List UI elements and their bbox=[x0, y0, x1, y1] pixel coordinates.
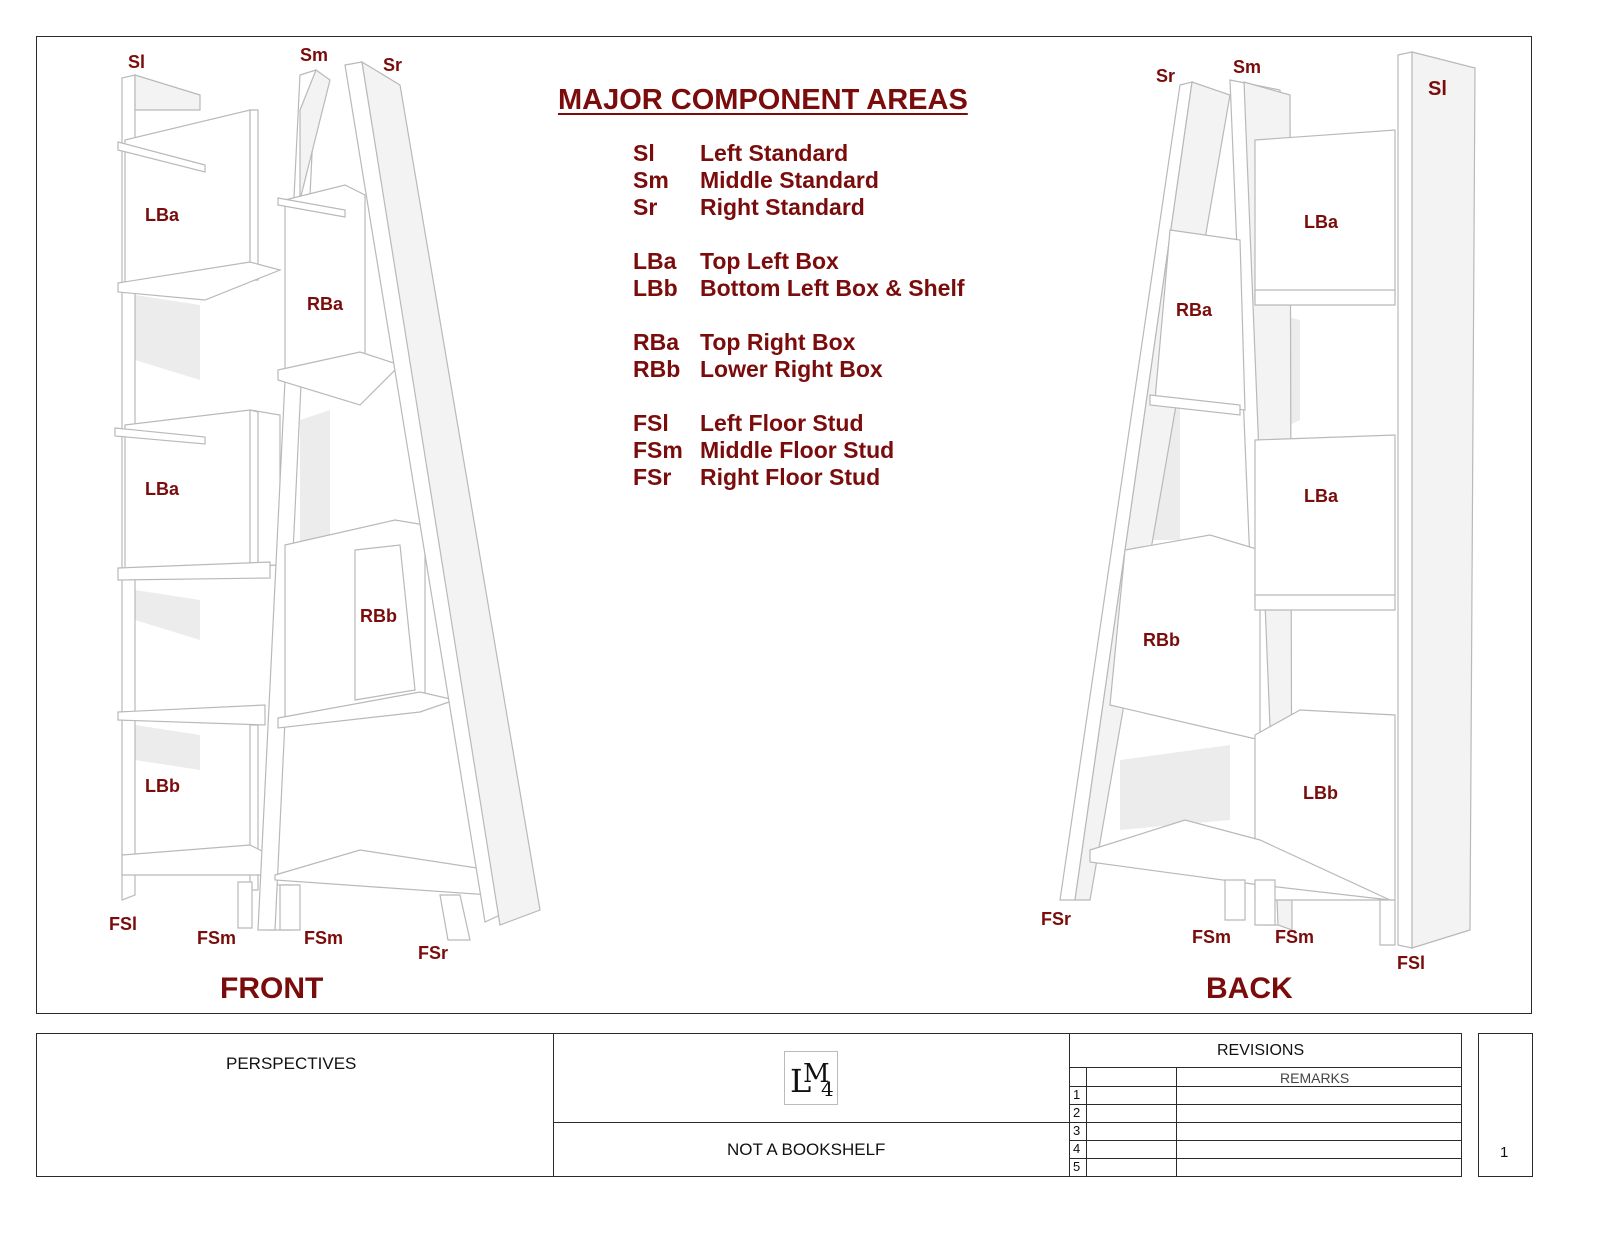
revision-number: 1 bbox=[1073, 1087, 1081, 1102]
front-label-fsm-right: FSm bbox=[304, 928, 344, 948]
revision-number: 5 bbox=[1073, 1159, 1081, 1174]
front-label-lbb: LBb bbox=[145, 776, 180, 796]
legend-code: RBa bbox=[633, 329, 680, 355]
sheet-number: 1 bbox=[1500, 1144, 1509, 1161]
back-label-fsm-left: FSm bbox=[1192, 927, 1232, 947]
front-label-lba-mid: LBa bbox=[145, 479, 180, 499]
title-block-divider bbox=[1069, 1033, 1070, 1177]
revision-number: 4 bbox=[1073, 1141, 1081, 1156]
front-label-rba: RBa bbox=[307, 294, 344, 314]
revisions-label: REVISIONS bbox=[1217, 1042, 1305, 1059]
sheet-number-box bbox=[1478, 1033, 1533, 1177]
lm4-logo: L M 4 bbox=[784, 1051, 838, 1105]
title-block-divider bbox=[553, 1033, 554, 1177]
legend-code: FSr bbox=[633, 464, 672, 490]
legend-code: Sm bbox=[633, 167, 669, 193]
revisions-header bbox=[1070, 1034, 1462, 1068]
back-label-sm: Sm bbox=[1233, 57, 1262, 77]
legend-code: Sl bbox=[633, 140, 655, 166]
front-label-sr: Sr bbox=[383, 55, 403, 75]
legend-name: Middle Standard bbox=[700, 167, 879, 193]
back-label-fsl: FSl bbox=[1397, 953, 1426, 973]
back-label-rba: RBa bbox=[1176, 300, 1213, 320]
back-label-fsm-right: FSm bbox=[1275, 927, 1315, 947]
logo-mark-icon: L M 4 bbox=[790, 1059, 834, 1101]
back-label-sr: Sr bbox=[1156, 66, 1176, 86]
legend-name: Right Floor Stud bbox=[700, 464, 881, 490]
legend-name: Bottom Left Box & Shelf bbox=[700, 275, 965, 301]
back-label-lba-mid: LBa bbox=[1304, 486, 1339, 506]
back-label-lba-top: LBa bbox=[1304, 212, 1339, 232]
legend-code: RBb bbox=[633, 356, 681, 382]
legend-name: Left Standard bbox=[700, 140, 849, 166]
revision-number: 3 bbox=[1073, 1123, 1081, 1138]
drawing-frame bbox=[36, 36, 1532, 1014]
front-label-sm: Sm bbox=[300, 45, 329, 65]
front-label-sl: Sl bbox=[128, 52, 146, 72]
remarks-label: REMARKS bbox=[1280, 1070, 1350, 1086]
back-label-lbb: LBb bbox=[1303, 783, 1338, 803]
svg-text:M: M bbox=[803, 1059, 830, 1089]
front-label-rbb: RBb bbox=[360, 606, 397, 626]
back-label-fsr: FSr bbox=[1041, 909, 1072, 929]
project-name: NOT A BOOKSHELF bbox=[727, 1140, 886, 1159]
sheet-title: PERSPECTIVES bbox=[226, 1054, 357, 1073]
back-label-sl: Sl bbox=[1428, 78, 1447, 100]
title-block-divider bbox=[553, 1122, 1070, 1123]
back-heading: BACK bbox=[1206, 972, 1293, 1005]
front-label-fsr: FSr bbox=[418, 943, 449, 963]
front-label-fsm-left: FSm bbox=[197, 928, 237, 948]
legend-name: Lower Right Box bbox=[700, 356, 883, 382]
title-block bbox=[36, 1033, 1462, 1177]
front-label-fsl: FSl bbox=[109, 914, 138, 934]
front-label-lba-top: LBa bbox=[145, 205, 180, 225]
legend-code: FSm bbox=[633, 437, 683, 463]
legend-name: Middle Floor Stud bbox=[700, 437, 895, 463]
legend-code: LBb bbox=[633, 275, 678, 301]
legend-name: Left Floor Stud bbox=[700, 410, 864, 436]
legend-name: Right Standard bbox=[700, 194, 865, 220]
legend-code: LBa bbox=[633, 248, 677, 274]
page-title: MAJOR COMPONENT AREAS bbox=[558, 84, 968, 116]
legend-code: FSl bbox=[633, 410, 669, 436]
back-label-rbb: RBb bbox=[1143, 630, 1180, 650]
revision-number: 2 bbox=[1073, 1105, 1081, 1120]
revisions-table: REVISIONS REMARKS 1 2 3 4 5 bbox=[1070, 1034, 1462, 1176]
legend-name: Top Right Box bbox=[700, 329, 856, 355]
front-heading: FRONT bbox=[220, 972, 324, 1005]
svg-text:4: 4 bbox=[821, 1077, 834, 1101]
legend-name: Top Left Box bbox=[700, 248, 839, 274]
legend-code: Sr bbox=[633, 194, 658, 220]
svg-text:L: L bbox=[790, 1062, 811, 1100]
